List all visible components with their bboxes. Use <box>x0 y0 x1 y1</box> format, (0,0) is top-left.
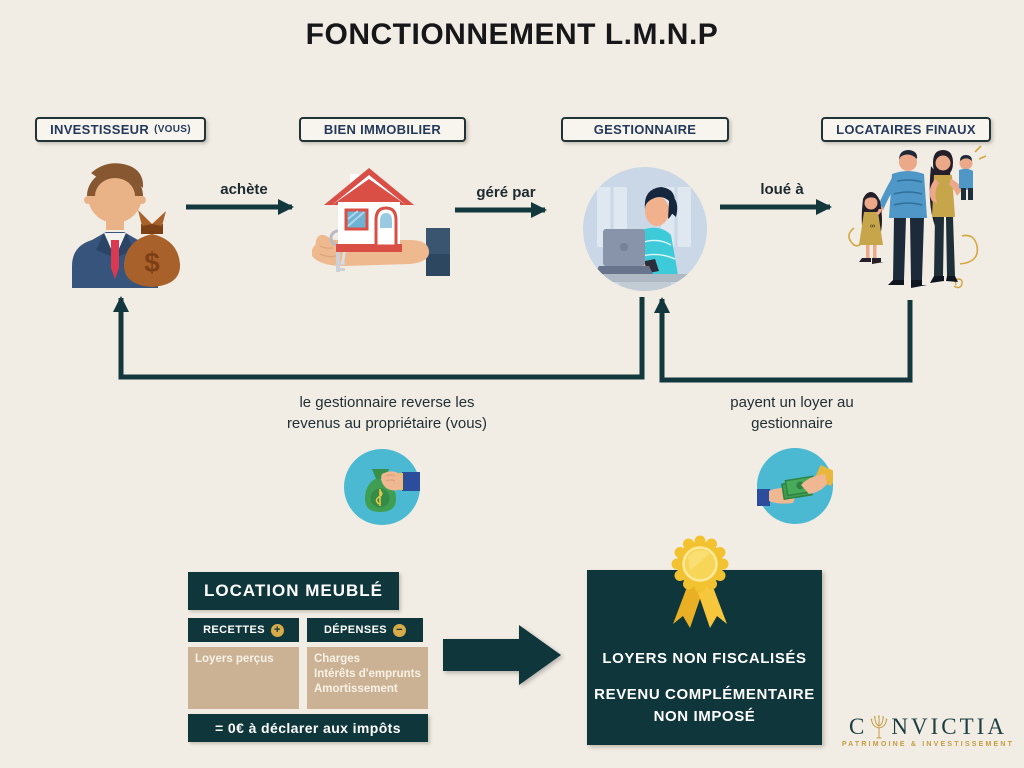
house-in-hand-icon <box>312 168 450 276</box>
table-footer: = 0€ à déclarer aux impôts <box>188 714 428 742</box>
return-loop-left <box>113 296 645 380</box>
entity-label-manager: GESTIONNAIRE <box>561 117 729 142</box>
tenants-label: LOCATAIRES FINAUX <box>836 122 976 137</box>
table-title: LOCATION MEUBLÉ <box>188 572 399 610</box>
depenses-cell: Charges Intérêts d'emprunts Amortissemen… <box>307 647 428 709</box>
brand-logo: C NVICTIA Patrimoine & Investissement <box>838 714 1018 748</box>
manager-laptop-icon <box>583 167 707 291</box>
entity-label-tenants: LOCATAIRES FINAUX <box>821 117 991 142</box>
return-caption-left: le gestionnaire reverse les revenus au p… <box>286 394 488 432</box>
page-title: FONCTIONNEMENT L.M.N.P <box>305 18 719 51</box>
investor-label: INVESTISSEUR <box>50 122 150 137</box>
return-loop-right <box>654 297 913 383</box>
manager-label: GESTIONNAIRE <box>593 122 697 137</box>
investor-icon: $ <box>72 163 181 288</box>
recettes-header: RECETTES + <box>188 618 299 642</box>
result-line1: LOYERS NON FISCALISÉS <box>602 650 807 667</box>
depenses-header: DÉPENSES − <box>307 618 423 642</box>
plus-icon: + <box>270 623 284 637</box>
medal-icon <box>671 535 729 628</box>
hand-money-bag-icon <box>344 449 420 525</box>
big-right-arrow-icon <box>443 625 561 685</box>
property-label: BIEN IMMOBILIER <box>323 122 442 137</box>
return-caption-right: payent un loyer au gestionnaire <box>730 394 854 432</box>
logo-tagline: Patrimoine & Investissement <box>841 741 1015 748</box>
entity-label-investor: INVESTISSEUR (VOUS) <box>35 117 206 142</box>
hand-cash-icon <box>757 448 833 524</box>
logo-tree-icon <box>871 715 888 739</box>
investor-sublabel: (VOUS) <box>154 124 191 135</box>
arrow-buy-label: achète <box>220 181 268 198</box>
svg-text:∞: ∞ <box>870 223 875 230</box>
result-line2: REVENU COMPLÉMENTAIRE NON IMPOSÉ <box>594 686 815 725</box>
logo-wordmark: C NVICTIA <box>849 714 1007 739</box>
arrow-rented-label: loué à <box>760 181 804 198</box>
svg-text:$: $ <box>144 247 160 278</box>
minus-icon: − <box>393 623 407 637</box>
family-icon: ∞ <box>848 145 987 289</box>
entity-label-property: BIEN IMMOBILIER <box>299 117 466 142</box>
arrow-managed-label: géré par <box>476 184 536 201</box>
recettes-cell: Loyers perçus <box>188 647 299 709</box>
